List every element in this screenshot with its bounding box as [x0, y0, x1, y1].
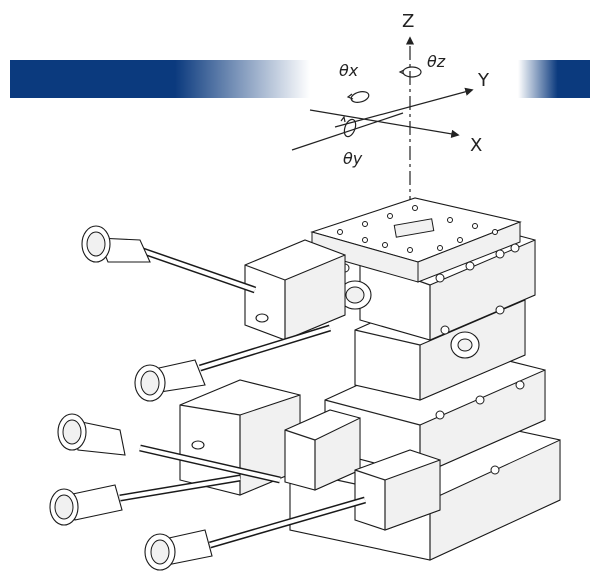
theta-x-label: θx: [339, 61, 359, 80]
x-axis-label: X: [470, 135, 482, 156]
connector-1: [81, 225, 151, 263]
theta-y-label: θy: [343, 149, 363, 168]
cable-2: [134, 324, 332, 402]
connector-2: [134, 359, 206, 402]
motor-middle: [179, 379, 301, 496]
cable-5: [144, 496, 366, 571]
cable-4: [49, 474, 241, 526]
y-axis-line: [334, 87, 474, 128]
theta-z-label: θz: [427, 52, 446, 71]
connector-3: [57, 413, 126, 456]
top-table-holes: [337, 205, 498, 253]
stage-assembly: [179, 197, 561, 561]
connector-4: [49, 484, 123, 526]
top-table-side: [417, 221, 521, 283]
theta-z-rotation-icon: [402, 66, 422, 78]
x-axis-back-line: [291, 112, 404, 151]
z-axis-label: Z: [402, 11, 414, 32]
connector-5: [144, 529, 213, 571]
axis-system: Z Y X θx θz θy: [291, 11, 490, 210]
x-axis-line: [309, 109, 460, 139]
micrometer-knob-upper: [338, 280, 480, 359]
top-table-slot: [393, 218, 435, 238]
header-band-right: [518, 60, 590, 98]
header-band-left: [10, 60, 310, 98]
theta-x-rotation-icon: [350, 91, 370, 103]
theta-y-rotation-icon: [343, 118, 357, 138]
motor-front: [354, 449, 441, 531]
cable-3: [57, 413, 281, 484]
motor-upper: [244, 239, 346, 341]
motor-lower: [284, 409, 361, 491]
cable-1: [81, 225, 257, 294]
y-axis-label: Y: [477, 70, 490, 91]
